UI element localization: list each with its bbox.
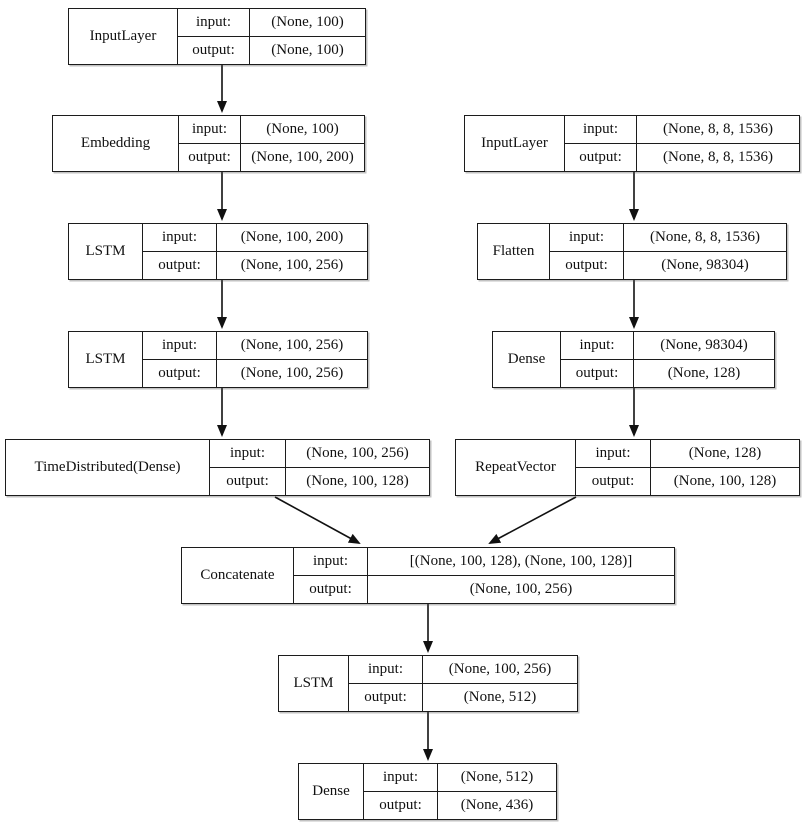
node-lstm-1: LSTM input: (None, 100, 200) output: (No… — [68, 223, 368, 280]
input-row: input: (None, 100) — [178, 9, 365, 36]
layer-type-label: TimeDistributed(Dense) — [6, 440, 210, 495]
output-shape: (None, 100, 200) — [251, 149, 354, 165]
node-dense-output: Dense input: (None, 512) output: (None, … — [298, 763, 557, 820]
input-row: input: (None, 100, 256) — [143, 332, 367, 359]
output-shape: (None, 98304) — [661, 257, 749, 273]
input-key: input: — [349, 656, 423, 683]
output-key: output: — [364, 792, 438, 819]
output-shape: (None, 436) — [460, 797, 534, 813]
output-row: output: (None, 100, 200) — [179, 143, 364, 171]
output-row: output: (None, 100, 256) — [143, 251, 367, 279]
input-row: input: (None, 512) — [364, 764, 556, 791]
output-shape: (None, 100, 128) — [673, 473, 777, 489]
output-row: output: (None, 100, 128) — [210, 467, 429, 495]
layer-type-label: Concatenate — [182, 548, 294, 603]
output-key: output: — [178, 37, 250, 64]
input-shape: (None, 512) — [460, 769, 534, 785]
node-concatenate: Concatenate input: [(None, 100, 128), (N… — [181, 547, 675, 604]
input-row: input: (None, 128) — [576, 440, 799, 467]
output-key: output: — [179, 144, 241, 171]
input-key: input: — [294, 548, 368, 575]
output-row: output: (None, 436) — [364, 791, 556, 819]
input-shape: [(None, 100, 128), (None, 100, 128)] — [409, 553, 633, 569]
input-row: input: (None, 100, 256) — [349, 656, 577, 683]
input-key: input: — [178, 9, 250, 36]
output-key: output: — [561, 360, 634, 387]
input-shape: (None, 8, 8, 1536) — [663, 121, 773, 137]
input-shape: (None, 100) — [266, 121, 339, 137]
node-inputlayer-image: InputLayer input: (None, 8, 8, 1536) out… — [464, 115, 800, 172]
node-flatten: Flatten input: (None, 8, 8, 1536) output… — [477, 223, 787, 280]
input-row: input: [(None, 100, 128), (None, 100, 12… — [294, 548, 674, 575]
input-row: input: (None, 8, 8, 1536) — [550, 224, 786, 251]
input-shape: (None, 100, 200) — [240, 229, 344, 245]
input-row: input: (None, 8, 8, 1536) — [565, 116, 799, 143]
node-lstm-2: LSTM input: (None, 100, 256) output: (No… — [68, 331, 368, 388]
input-key: input: — [179, 116, 241, 143]
input-key: input: — [565, 116, 637, 143]
node-embedding: Embedding input: (None, 100) output: (No… — [52, 115, 365, 172]
node-lstm-3: LSTM input: (None, 100, 256) output: (No… — [278, 655, 578, 712]
output-key: output: — [550, 252, 624, 279]
output-shape: (None, 128) — [667, 365, 741, 381]
input-key: input: — [576, 440, 651, 467]
output-key: output: — [576, 468, 651, 495]
output-shape: (None, 512) — [463, 689, 537, 705]
output-row: output: (None, 100, 256) — [143, 359, 367, 387]
output-key: output: — [349, 684, 423, 711]
output-key: output: — [143, 252, 217, 279]
layer-type-label: LSTM — [69, 224, 143, 279]
node-inputlayer-text: InputLayer input: (None, 100) output: (N… — [68, 8, 366, 65]
output-key: output: — [143, 360, 217, 387]
layer-type-label: LSTM — [279, 656, 349, 711]
input-shape: (None, 100, 256) — [448, 661, 552, 677]
node-repeat-vector: RepeatVector input: (None, 128) output: … — [455, 439, 800, 496]
input-key: input: — [550, 224, 624, 251]
output-row: output: (None, 100) — [178, 36, 365, 64]
output-row: output: (None, 128) — [561, 359, 774, 387]
input-shape: (None, 100, 256) — [306, 445, 409, 461]
input-row: input: (None, 98304) — [561, 332, 774, 359]
output-row: output: (None, 512) — [349, 683, 577, 711]
input-shape: (None, 8, 8, 1536) — [650, 229, 760, 245]
node-time-distributed-dense: TimeDistributed(Dense) input: (None, 100… — [5, 439, 430, 496]
node-dense-image: Dense input: (None, 98304) output: (None… — [492, 331, 775, 388]
output-shape: (None, 100, 256) — [240, 257, 344, 273]
input-row: input: (None, 100) — [179, 116, 364, 143]
layer-type-label: InputLayer — [69, 9, 178, 64]
input-shape: (None, 98304) — [660, 337, 748, 353]
output-shape: (None, 8, 8, 1536) — [663, 149, 773, 165]
layer-type-label: Embedding — [53, 116, 179, 171]
layer-type-label: RepeatVector — [456, 440, 576, 495]
output-shape: (None, 100) — [271, 42, 344, 58]
input-key: input: — [561, 332, 634, 359]
output-row: output: (None, 98304) — [550, 251, 786, 279]
input-key: input: — [364, 764, 438, 791]
output-shape: (None, 100, 256) — [240, 365, 344, 381]
output-row: output: (None, 100, 128) — [576, 467, 799, 495]
input-key: input: — [210, 440, 286, 467]
output-row: output: (None, 100, 256) — [294, 575, 674, 603]
input-key: input: — [143, 224, 217, 251]
input-row: input: (None, 100, 200) — [143, 224, 367, 251]
layer-type-label: InputLayer — [465, 116, 565, 171]
output-shape: (None, 100, 128) — [306, 473, 409, 489]
output-key: output: — [210, 468, 286, 495]
layer-type-label: Dense — [299, 764, 364, 819]
layer-type-label: LSTM — [69, 332, 143, 387]
input-shape: (None, 128) — [688, 445, 762, 461]
input-shape: (None, 100, 256) — [240, 337, 344, 353]
output-shape: (None, 100, 256) — [469, 581, 573, 597]
input-row: input: (None, 100, 256) — [210, 440, 429, 467]
output-key: output: — [294, 576, 368, 603]
output-key: output: — [565, 144, 637, 171]
layer-type-label: Flatten — [478, 224, 550, 279]
input-key: input: — [143, 332, 217, 359]
output-row: output: (None, 8, 8, 1536) — [565, 143, 799, 171]
input-shape: (None, 100) — [271, 14, 344, 30]
layer-type-label: Dense — [493, 332, 561, 387]
